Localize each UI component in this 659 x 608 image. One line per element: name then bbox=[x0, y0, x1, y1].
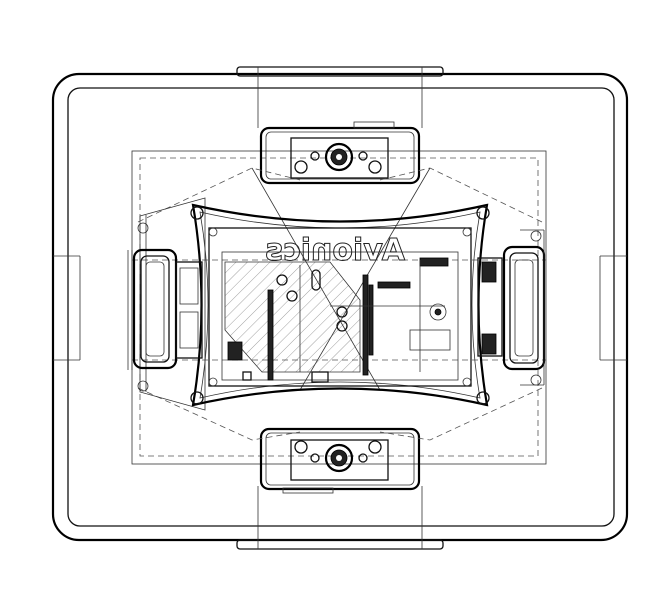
mirrored-logo: Avionics bbox=[265, 233, 405, 268]
lens-icon bbox=[324, 142, 354, 172]
main-board bbox=[137, 203, 542, 407]
connector-slot-icon bbox=[145, 261, 165, 357]
pcb-components bbox=[227, 257, 451, 383]
top-camera-module bbox=[259, 121, 421, 185]
pcb: Avionics bbox=[208, 227, 472, 387]
right-connector bbox=[477, 229, 546, 386]
mount-tabs bbox=[236, 66, 444, 550]
left-connector bbox=[127, 248, 203, 370]
mounting-hole-icon bbox=[294, 160, 308, 174]
bottom-camera-module bbox=[259, 427, 421, 494]
